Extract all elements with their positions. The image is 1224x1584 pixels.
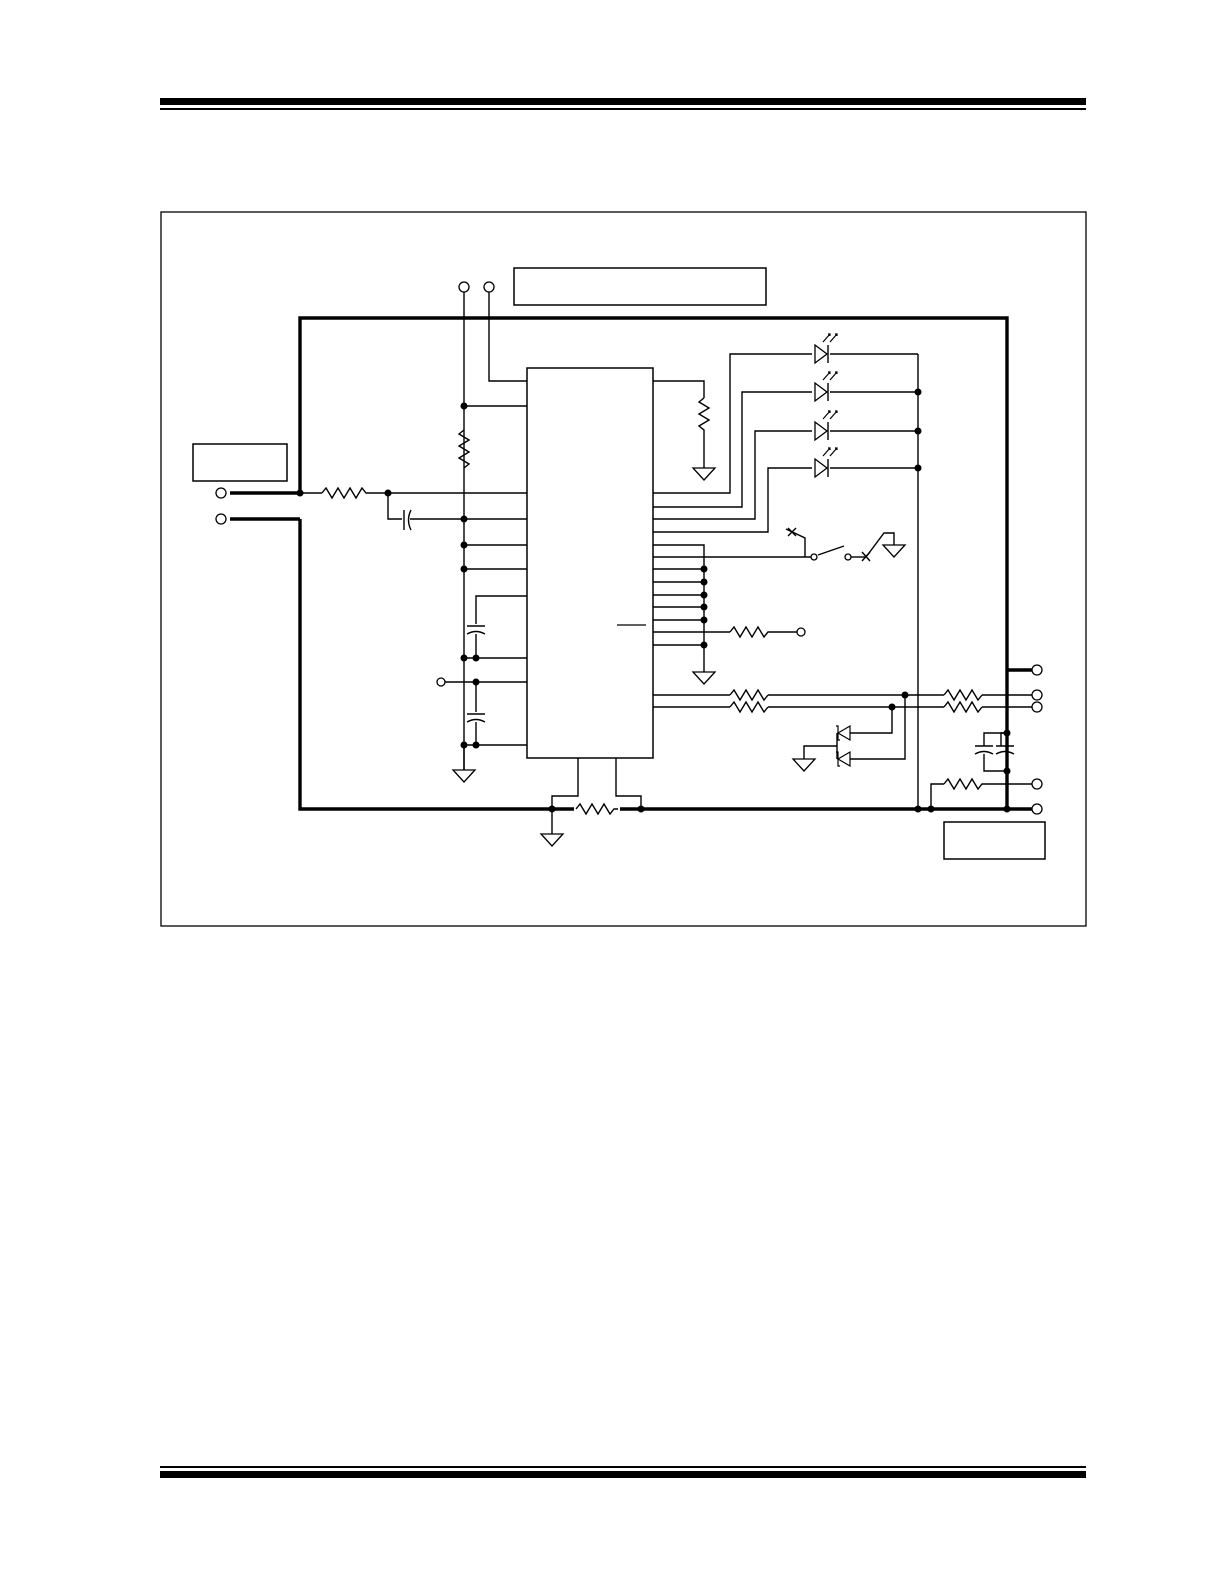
resistor-ic-right-top xyxy=(653,380,717,481)
label-box-top xyxy=(513,267,767,306)
ground-symbol-bottom xyxy=(539,833,565,847)
terminal-right-4 xyxy=(1031,778,1043,790)
ic-right-tied-pins xyxy=(653,556,730,685)
terminal-left-1 xyxy=(215,487,227,499)
capacitor-input xyxy=(387,493,464,531)
data-line-resistors xyxy=(653,688,1032,714)
top-terminals xyxy=(458,281,527,770)
footer-rule-thick xyxy=(160,1471,1086,1478)
bottom-ground-network xyxy=(539,758,645,847)
capacitor-left-1 xyxy=(466,595,527,662)
terminal-left-mid xyxy=(436,677,446,687)
terminal-top-2 xyxy=(483,281,495,293)
led-3 xyxy=(814,410,838,442)
figure-frame xyxy=(160,211,1087,927)
terminal-ic-right-mid xyxy=(796,627,806,637)
footer-rule-thin xyxy=(160,1466,1086,1468)
label-box-left xyxy=(192,443,288,482)
resistor-left-vertical xyxy=(457,429,471,469)
ic-left-wiring xyxy=(230,402,527,749)
header-rule-thick xyxy=(160,98,1086,105)
right-connector xyxy=(1003,664,1043,815)
led-2 xyxy=(814,371,838,403)
capacitors-right xyxy=(974,732,1015,772)
resistor-right-lower xyxy=(927,777,1032,813)
terminal-top-1 xyxy=(458,281,470,293)
led-1 xyxy=(814,333,838,365)
capacitor-left-2 xyxy=(466,678,486,749)
header-rule-thin xyxy=(160,108,1086,110)
terminal-right-1 xyxy=(1031,664,1043,676)
terminal-right-2 xyxy=(1031,689,1043,701)
terminal-left-2 xyxy=(215,513,227,525)
terminal-right-5 xyxy=(1031,803,1043,815)
led-4 xyxy=(814,447,838,479)
switch xyxy=(653,527,907,562)
tvs-diode-pair xyxy=(791,695,906,772)
terminal-right-3 xyxy=(1031,701,1043,713)
label-box-right xyxy=(943,821,1046,860)
resistor-input xyxy=(321,486,370,500)
ground-symbol-left xyxy=(451,745,477,783)
led-bank xyxy=(653,353,922,813)
resistor-ic-right-mid xyxy=(729,625,806,639)
main-ic xyxy=(526,367,654,759)
